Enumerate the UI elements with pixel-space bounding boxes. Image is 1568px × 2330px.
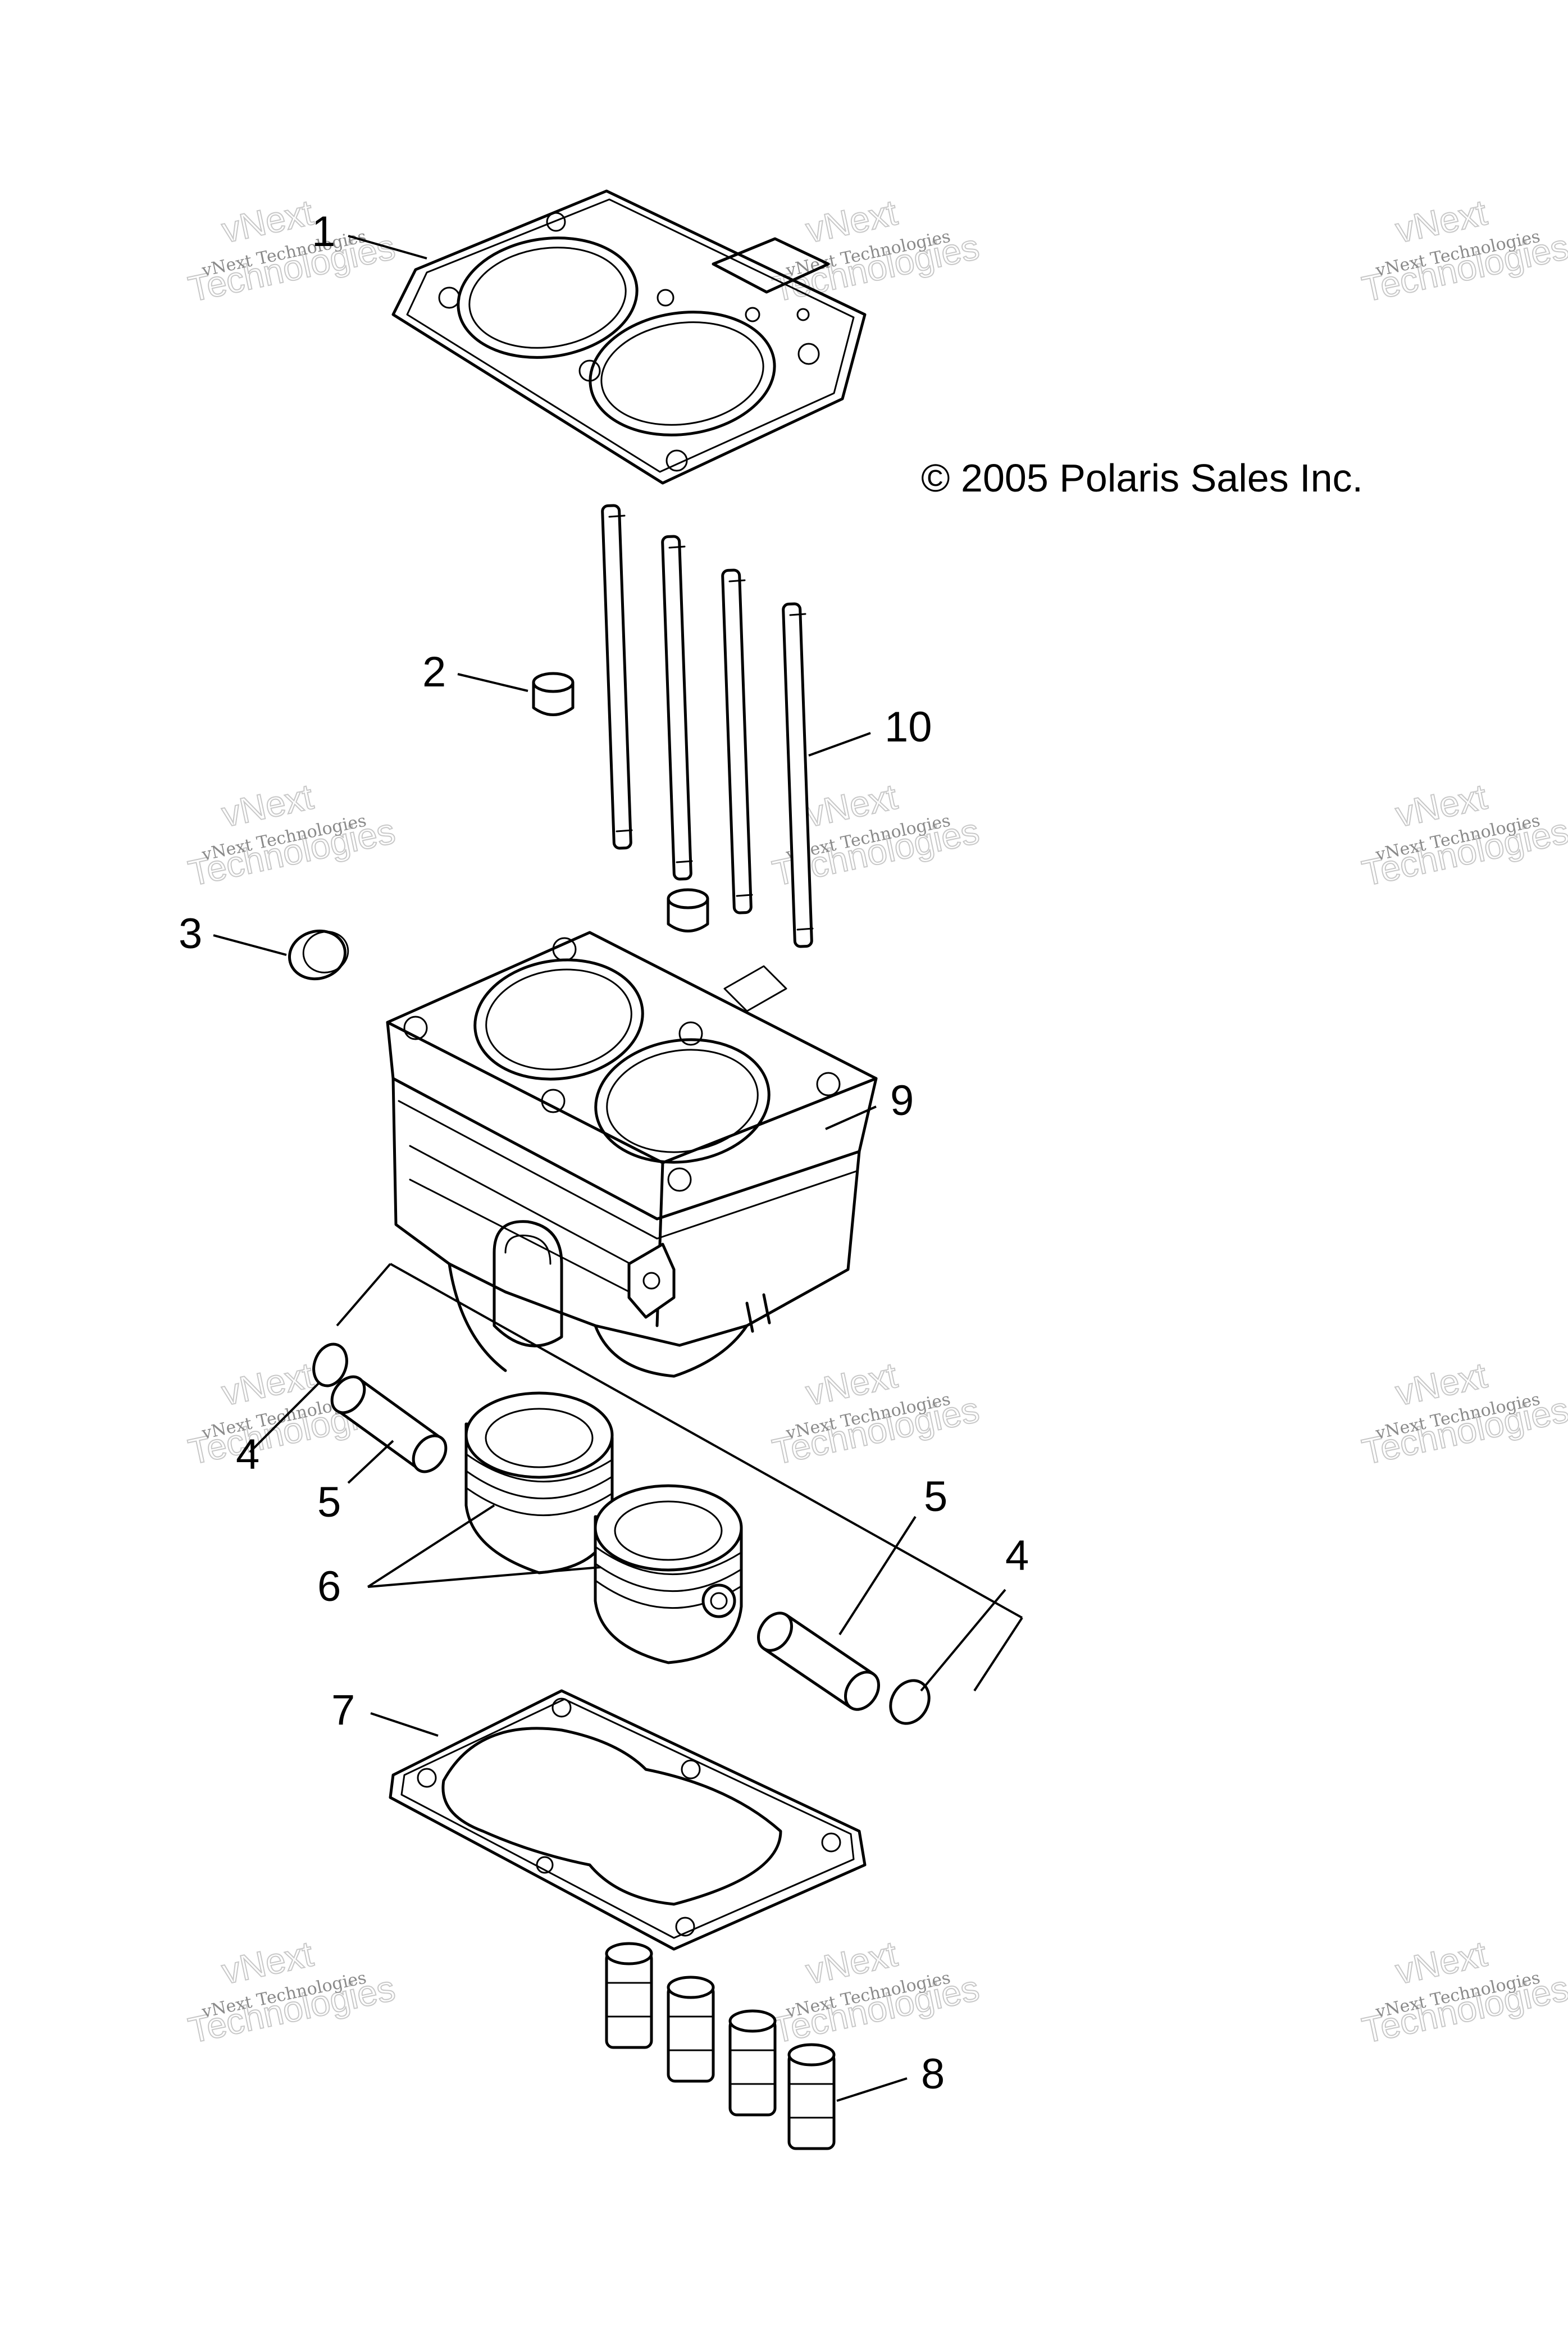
watermark: vNext Technologies vNext Technologies xyxy=(768,1933,983,2051)
leader-8 xyxy=(836,2077,908,2102)
leader-5-left xyxy=(347,1440,394,1484)
part-4-circlip-right xyxy=(889,1679,931,1725)
callout-8: 8 xyxy=(921,2050,945,2098)
leader-4-right xyxy=(920,1589,1006,1692)
dowel-sleeve xyxy=(787,2043,836,2150)
callout-7: 7 xyxy=(331,1686,355,1734)
part-6-piston-left xyxy=(464,1391,614,1574)
part-4-circlip-left xyxy=(312,1343,348,1387)
part-6-piston-right xyxy=(594,1484,743,1664)
watermark: vNext Technologies vNext Technologies xyxy=(768,192,983,310)
leader-2 xyxy=(457,673,528,692)
callout-2: 2 xyxy=(422,648,446,696)
stud xyxy=(601,504,633,850)
leader-9 xyxy=(825,1105,877,1130)
dowel-sleeve xyxy=(605,1942,653,2049)
part-7-base-gasket xyxy=(389,1689,867,1951)
leader-10 xyxy=(808,732,871,757)
watermark: vNext Technologies vNext Technologies xyxy=(1358,1933,1568,2051)
part-3-plug xyxy=(288,929,349,981)
callout-1: 1 xyxy=(312,208,335,256)
leader-6b xyxy=(367,1566,601,1588)
leader-7 xyxy=(370,1712,439,1737)
stud xyxy=(721,568,753,914)
part-9-cylinder xyxy=(386,931,878,1378)
watermark: vNext Technologies vNext Technologies xyxy=(1358,776,1568,894)
callout-4-right: 4 xyxy=(1005,1532,1029,1580)
part-10-studs xyxy=(601,504,814,948)
watermark: vNext Technologies vNext Technologies xyxy=(184,1933,399,2051)
leader-3 xyxy=(213,934,287,956)
callout-5-right: 5 xyxy=(924,1473,947,1521)
subassembly-bracket xyxy=(336,1263,1023,1692)
stud xyxy=(661,535,693,881)
watermark: vNext Technologies vNext Technologies xyxy=(184,192,399,310)
callout-5-left: 5 xyxy=(317,1478,341,1526)
leader-1 xyxy=(348,235,427,260)
part-8-dowel-sleeves xyxy=(605,1942,836,2150)
dowel-sleeve xyxy=(728,2009,777,2117)
dowel-sleeve xyxy=(667,1976,715,2083)
part-2-dowel-pin xyxy=(532,672,575,716)
leader-4-left xyxy=(249,1381,321,1453)
callout-3: 3 xyxy=(179,910,202,958)
watermark: vNext Technologies vNext Technologies xyxy=(184,776,399,894)
callout-4-left: 4 xyxy=(236,1431,259,1478)
dowel-pin-on-cylinder xyxy=(667,888,709,932)
part-5-wrist-pin-left xyxy=(330,1375,448,1473)
callout-10: 10 xyxy=(885,703,932,751)
leader-5-right xyxy=(838,1516,917,1636)
watermark: vNext Technologies vNext Technologies xyxy=(768,1354,983,1473)
part-5-wrist-pin-right xyxy=(757,1612,880,1711)
part-1-head-gasket xyxy=(391,189,867,485)
callout-9: 9 xyxy=(890,1077,914,1125)
leader-6a xyxy=(367,1504,495,1588)
stud xyxy=(782,602,814,948)
copyright-text: © 2005 Polaris Sales Inc. xyxy=(921,456,1363,500)
watermark: vNext Technologies vNext Technologies xyxy=(1358,1354,1568,1473)
watermark: vNext Technologies vNext Technologies xyxy=(1358,192,1568,310)
callout-6: 6 xyxy=(317,1563,341,1610)
